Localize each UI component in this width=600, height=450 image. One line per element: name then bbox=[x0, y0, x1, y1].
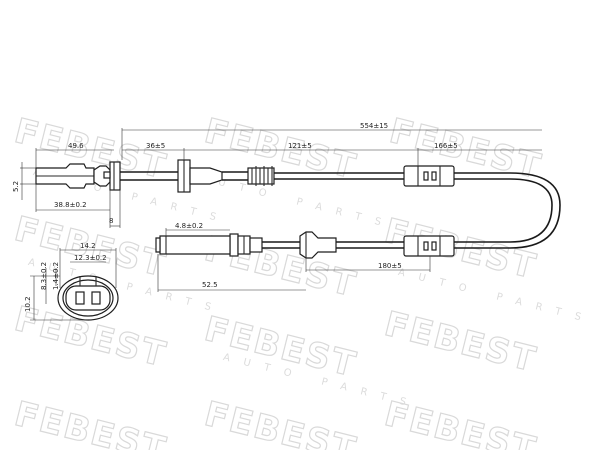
dim-section-166: 166±5 bbox=[434, 142, 458, 150]
cable bbox=[120, 159, 561, 259]
cable-clip-lower bbox=[403, 235, 455, 257]
dim-connector-length: 49.6 bbox=[68, 142, 84, 150]
dim-connector-end: 8 bbox=[109, 217, 113, 225]
dim-clip1-offset: 36±5 bbox=[146, 142, 165, 150]
watermark-brand: FEBEST bbox=[201, 111, 361, 187]
watermark-brand: FEBEST bbox=[201, 394, 361, 450]
connector-plug bbox=[35, 161, 121, 191]
corrugated-boot bbox=[247, 166, 275, 186]
dim-connector-height: 5.2 bbox=[12, 181, 20, 192]
dim-sensor-tip: 4.8±0.2 bbox=[175, 222, 203, 230]
dimension-lines: 554±15 49.6 36±5 121±5 166±5 5.2 38.8±0.… bbox=[12, 122, 542, 292]
dim-section-121: 121±5 bbox=[288, 142, 312, 150]
watermark-brand: FEBEST bbox=[381, 304, 541, 380]
dim-face-width: 14.2 bbox=[80, 242, 96, 250]
dim-connector-body: 38.8±0.2 bbox=[54, 201, 87, 209]
connector-face-view: 14.2 12.3±0.2 8.3±0.2 1.4±0.2 10.2 bbox=[24, 242, 119, 321]
dim-total-length: 554±15 bbox=[360, 122, 388, 130]
cable-clip-upper bbox=[403, 165, 455, 187]
dim-sensor-length: 52.5 bbox=[202, 281, 218, 289]
dim-face-inner: 12.3±0.2 bbox=[74, 254, 107, 262]
dim-section-180: 180±5 bbox=[378, 262, 402, 270]
sensor-head bbox=[155, 233, 263, 257]
watermark-brand: FEBEST bbox=[11, 394, 171, 450]
dim-face-height: 10.2 bbox=[24, 296, 32, 312]
